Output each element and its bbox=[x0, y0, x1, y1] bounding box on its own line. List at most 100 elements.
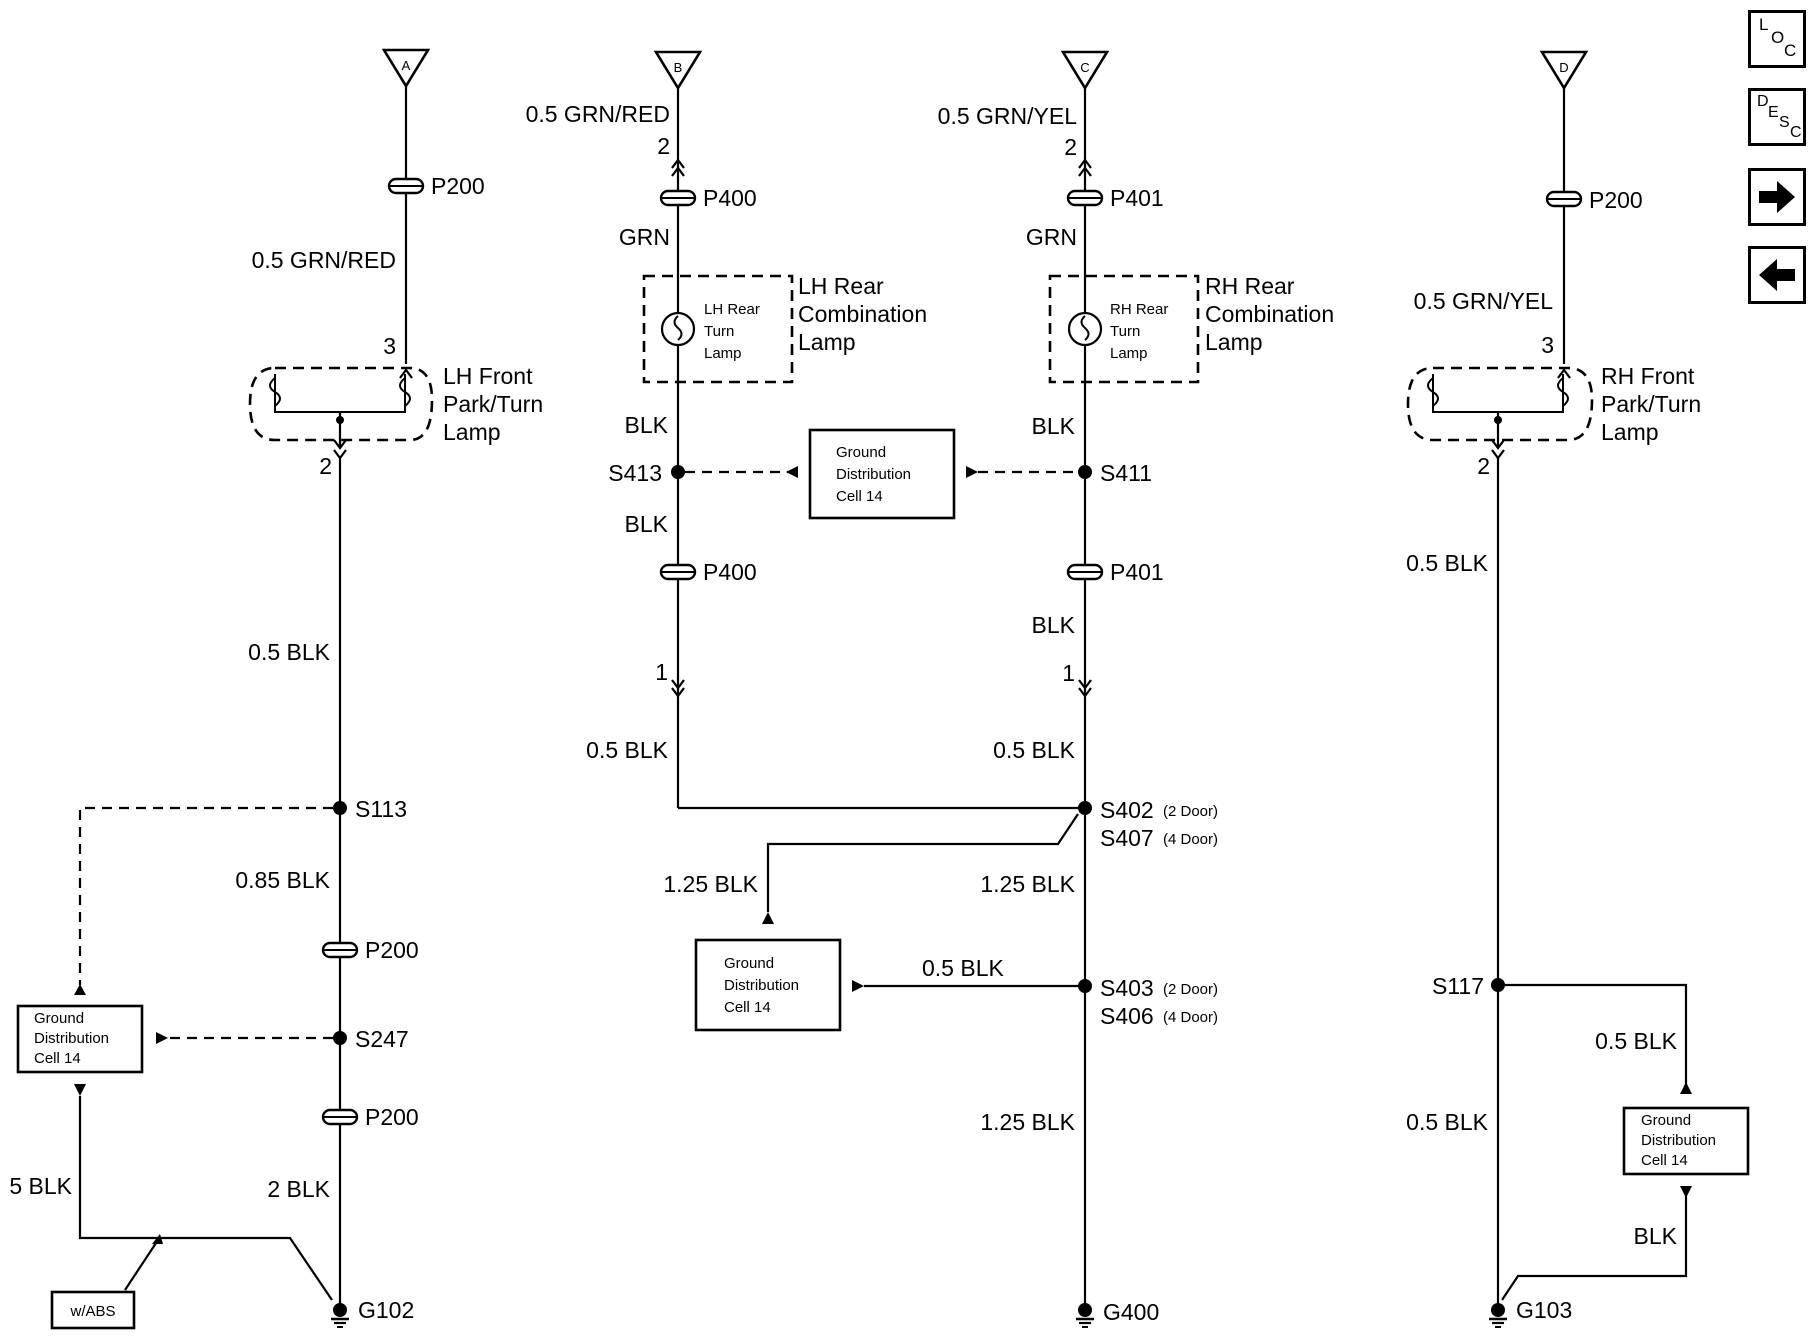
splice-label: S411 bbox=[1100, 460, 1152, 486]
pin-label: 3 bbox=[383, 333, 396, 359]
gd-line2: Distribution bbox=[836, 466, 911, 483]
wire-label: 0.5 BLK bbox=[1406, 550, 1488, 576]
loc-button[interactable]: L O C bbox=[1748, 10, 1806, 68]
wire-label: 1.25 BLK bbox=[663, 871, 758, 897]
gd-line2: Distribution bbox=[1641, 1132, 1716, 1149]
pin-label: 2 bbox=[1064, 134, 1077, 160]
lamp-label-line1: LH Front bbox=[443, 363, 533, 389]
splice-s411 bbox=[1078, 465, 1092, 479]
connector-label: P401 bbox=[1110, 185, 1164, 211]
desc-letter-e: E bbox=[1768, 104, 1779, 121]
splice-label: S117 bbox=[1432, 973, 1484, 999]
gd-line3: Cell 14 bbox=[34, 1050, 81, 1067]
pin-label: 2 bbox=[657, 133, 670, 159]
splice-s247 bbox=[333, 1031, 347, 1045]
wire-label: 0.5 BLK bbox=[586, 737, 668, 763]
splice-s113 bbox=[333, 801, 347, 815]
wire-label: 0.5 BLK bbox=[1406, 1109, 1488, 1135]
wire-label: BLK bbox=[1032, 612, 1076, 638]
ground-distribution-box-d[interactable] bbox=[1622, 1106, 1750, 1176]
connector-p200-c bbox=[321, 1108, 359, 1126]
lamp-label-line1: RH Rear bbox=[1205, 273, 1295, 299]
connector-p200-b bbox=[321, 941, 359, 959]
splice-note: (4 Door) bbox=[1163, 831, 1218, 848]
abs-label: w/ABS bbox=[69, 1303, 115, 1320]
splice-label: S403 bbox=[1100, 975, 1154, 1001]
connector-label: P400 bbox=[703, 559, 757, 585]
splice-note: (2 Door) bbox=[1163, 803, 1218, 820]
pin-label: 3 bbox=[1541, 332, 1554, 358]
ground-distribution-box-b[interactable] bbox=[694, 938, 842, 1032]
gd-line2: Distribution bbox=[34, 1030, 109, 1047]
wire-label: 0.5 GRN/RED bbox=[526, 101, 670, 127]
circuit-b: B 0.5 GRN/RED 2 P400 GRN LH Rear Turn La… bbox=[526, 50, 1085, 1032]
pin-label: 2 bbox=[319, 453, 332, 479]
gd-line3: Cell 14 bbox=[836, 488, 883, 505]
lh-rear-combination-lamp bbox=[642, 274, 794, 384]
ground-distribution-box-center[interactable] bbox=[808, 428, 956, 520]
connector-label: P401 bbox=[1110, 559, 1164, 585]
inner-lamp-line3: Lamp bbox=[1110, 345, 1148, 362]
rh-rear-combination-lamp bbox=[1048, 274, 1200, 384]
connector-p401-a bbox=[1066, 189, 1104, 207]
splice-label: S402 bbox=[1100, 797, 1154, 823]
splice-label: S247 bbox=[355, 1026, 409, 1052]
wire-label: 1.25 BLK bbox=[980, 1109, 1075, 1135]
splice-note: (4 Door) bbox=[1163, 1009, 1218, 1026]
desc-letter-c: C bbox=[1790, 124, 1802, 141]
lamp-label-line2: Park/Turn bbox=[1601, 391, 1701, 417]
loc-letter-o: O bbox=[1771, 28, 1785, 47]
inner-lamp-line2: Turn bbox=[1110, 323, 1140, 340]
wire-label: BLK bbox=[1032, 413, 1076, 439]
wire-label: 0.5 BLK bbox=[248, 639, 330, 665]
desc-letter-s: S bbox=[1779, 114, 1790, 131]
wire-label: 0.5 GRN/RED bbox=[252, 247, 396, 273]
circuit-a: A P200 0.5 GRN/RED 3 LH Front Park/Turn … bbox=[9, 48, 543, 1330]
terminal-b-label: B bbox=[674, 60, 683, 75]
lamp-label-line1: RH Front bbox=[1601, 363, 1695, 389]
gd-line3: Cell 14 bbox=[1641, 1152, 1688, 1169]
terminal-a-label: A bbox=[402, 58, 411, 73]
gd-line2: Distribution bbox=[724, 977, 799, 994]
wire-label: BLK bbox=[625, 511, 669, 537]
gd-line3: Cell 14 bbox=[724, 999, 771, 1016]
ground-g103-icon bbox=[1487, 1301, 1509, 1329]
next-button[interactable] bbox=[1748, 168, 1806, 226]
wire-label: 5 BLK bbox=[9, 1173, 72, 1199]
pin-label: 1 bbox=[655, 659, 668, 685]
inner-lamp-line1: LH Rear bbox=[704, 301, 760, 318]
connector-label: P400 bbox=[703, 185, 757, 211]
lamp-label-line3: Lamp bbox=[443, 419, 501, 445]
connector-p401-b bbox=[1066, 563, 1104, 581]
loc-letter-l: L bbox=[1759, 15, 1769, 34]
lamp-label-line2: Combination bbox=[1205, 301, 1334, 327]
wire-label: 0.5 BLK bbox=[993, 737, 1075, 763]
wire-label: BLK bbox=[1634, 1223, 1678, 1249]
wire-label: BLK bbox=[625, 412, 669, 438]
ground-g400-icon bbox=[1074, 1301, 1096, 1329]
desc-button[interactable]: D E S C bbox=[1748, 88, 1806, 146]
prev-button[interactable] bbox=[1748, 246, 1806, 304]
splice-note: (2 Door) bbox=[1163, 981, 1218, 998]
splice-s413 bbox=[671, 465, 685, 479]
wire-label: GRN bbox=[619, 224, 670, 250]
wire-label: 2 BLK bbox=[267, 1176, 330, 1202]
wire-label: 0.5 BLK bbox=[1595, 1028, 1677, 1054]
rh-front-lamp bbox=[1406, 366, 1594, 448]
connector-p400-b bbox=[659, 563, 697, 581]
ground-g102-icon bbox=[329, 1301, 351, 1329]
connector-p200-d bbox=[1545, 190, 1583, 208]
wire-label: 1.25 BLK bbox=[980, 871, 1075, 897]
ground-label: G103 bbox=[1516, 1297, 1572, 1323]
lh-front-lamp bbox=[248, 366, 434, 448]
inner-lamp-line1: RH Rear bbox=[1110, 301, 1168, 318]
splice-label: S407 bbox=[1100, 825, 1154, 851]
wire-label: 0.5 GRN/YEL bbox=[1414, 288, 1554, 314]
lamp-label-line2: Park/Turn bbox=[443, 391, 543, 417]
wire-label: GRN bbox=[1026, 224, 1077, 250]
ground-distribution-box-a[interactable] bbox=[16, 1004, 144, 1074]
lamp-label-line3: Lamp bbox=[1601, 419, 1659, 445]
circuit-d: D P200 0.5 GRN/YEL 3 RH Front Park/Turn … bbox=[1406, 50, 1750, 1329]
splice-s402 bbox=[1078, 801, 1092, 815]
